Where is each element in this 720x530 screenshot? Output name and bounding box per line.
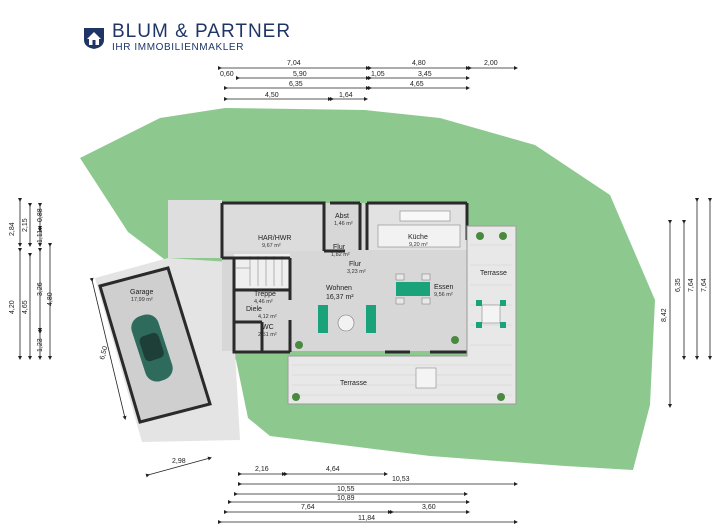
kitchen-island xyxy=(377,224,461,248)
dim-bottom-5: 7,64 xyxy=(301,504,315,511)
dim-right-1: 6,35 xyxy=(675,278,682,292)
dim-top-10: 1,64 xyxy=(339,92,353,99)
dim-top-0: 7,04 xyxy=(287,60,301,67)
room-label-hwr: HAR/HWR xyxy=(258,235,291,242)
dim-left-5: 4,65 xyxy=(22,300,29,314)
dim-top-4: 5,90 xyxy=(293,71,307,78)
dim-bottom-4: 10,89 xyxy=(337,495,355,502)
room-label-wohnen: Wohnen xyxy=(326,285,352,292)
room-area-diele: 4,12 m² xyxy=(258,314,277,320)
room-area-treppe: 4,46 m² xyxy=(254,299,273,305)
room-area-kueche: 9,20 m² xyxy=(409,242,428,248)
driveway xyxy=(168,200,222,258)
room-area-flur-2: 3,23 m² xyxy=(347,269,366,275)
dim-left-3: 1,11 xyxy=(37,230,44,243)
dim-left-1: 2,15 xyxy=(22,218,29,232)
dim-left-4: 4,20 xyxy=(9,300,16,314)
brand-header: BLUM & PARTNER IHR IMMOBILIENMAKLER xyxy=(82,22,291,53)
room-label-abst: Abst xyxy=(335,213,349,220)
terrace-table-1 xyxy=(476,300,506,328)
left-dimension-lines xyxy=(18,198,127,420)
car xyxy=(131,314,173,382)
kitchen-counter xyxy=(399,210,451,222)
brand-text: BLUM & PARTNER IHR IMMOBILIENMAKLER xyxy=(112,21,292,54)
stair-steps xyxy=(236,256,283,286)
dim-right-3: 7,64 xyxy=(701,278,708,292)
room-label-kueche: Küche xyxy=(408,234,428,241)
room-label-garage: Garage xyxy=(130,289,153,296)
dim-bottom-6: 3,60 xyxy=(422,504,436,511)
dim-left-2: 0,88 xyxy=(37,208,44,222)
room-area-hwr: 9,67 m² xyxy=(262,243,281,249)
dim-bottom-7: 11,84 xyxy=(358,515,375,522)
dim-top-1: 4,80 xyxy=(412,60,426,67)
room-area-flur-1: 1,82 m² xyxy=(331,252,350,258)
room-label-terrasse-2: Terrasse xyxy=(340,380,367,387)
terrace-deck xyxy=(287,225,517,405)
dim-right-2: 7,64 xyxy=(688,278,695,292)
room-label-wc: WC xyxy=(262,324,274,331)
room-area-garage: 17,99 m² xyxy=(131,297,153,303)
dim-top-7: 6,35 xyxy=(289,81,303,88)
plants xyxy=(292,232,507,401)
room-label-terrasse-1: Terrasse xyxy=(480,270,507,277)
room-area-essen: 9,56 m² xyxy=(434,292,453,298)
hwr-room xyxy=(222,203,324,251)
dim-bottom-0: 2,16 xyxy=(255,466,269,473)
dim-top-8: 4,65 xyxy=(410,81,424,88)
dim-top-5: 1,05 xyxy=(371,71,385,78)
dim-left-6: 3,26 xyxy=(37,282,44,296)
dim-bottom-8: 2,98 xyxy=(172,458,186,465)
dim-top-6: 3,45 xyxy=(418,71,432,78)
room-label-flur-1: Flur xyxy=(333,244,346,251)
bottom-dimension-lines xyxy=(145,456,518,524)
terrace-table-2 xyxy=(415,367,437,389)
dim-right-0: 8,42 xyxy=(661,308,668,322)
room-label-essen: Essen xyxy=(434,284,454,291)
room-label-diele: Diele xyxy=(246,306,262,313)
room-area-abst: 1,46 m² xyxy=(334,221,353,227)
room-area-wc: 2,51 m² xyxy=(258,332,277,338)
dim-left-7: 4,80 xyxy=(47,292,54,306)
top-dimension-lines xyxy=(218,66,518,101)
house-shield-icon xyxy=(84,27,104,49)
dim-top-2: 2,00 xyxy=(484,60,498,67)
dining-chairs xyxy=(395,273,431,305)
stair-block xyxy=(234,254,290,288)
dim-bottom-3: 10,55 xyxy=(337,486,355,493)
brand-name: BLUM & PARTNER xyxy=(112,21,292,42)
dim-bottom-1: 4,64 xyxy=(326,466,340,473)
dim-left-0: 2,84 xyxy=(9,222,16,236)
room-label-flur-2: Flur xyxy=(349,261,362,268)
dim-left-9: 6,50 xyxy=(99,345,109,360)
dim-left-8: 1,23 xyxy=(37,338,44,352)
brand-tagline: IHR IMMOBILIENMAKLER xyxy=(112,42,245,53)
room-area-wohnen: 16,37 m² xyxy=(326,294,354,301)
lounge-set xyxy=(318,305,376,333)
dining-table xyxy=(396,282,430,296)
right-dimension-lines xyxy=(668,198,712,408)
dim-bottom-2: 10,53 xyxy=(392,476,410,483)
dim-top-3: 0,60 xyxy=(220,71,234,78)
dim-top-9: 4,50 xyxy=(265,92,279,99)
room-label-treppe: Treppe xyxy=(254,291,276,298)
